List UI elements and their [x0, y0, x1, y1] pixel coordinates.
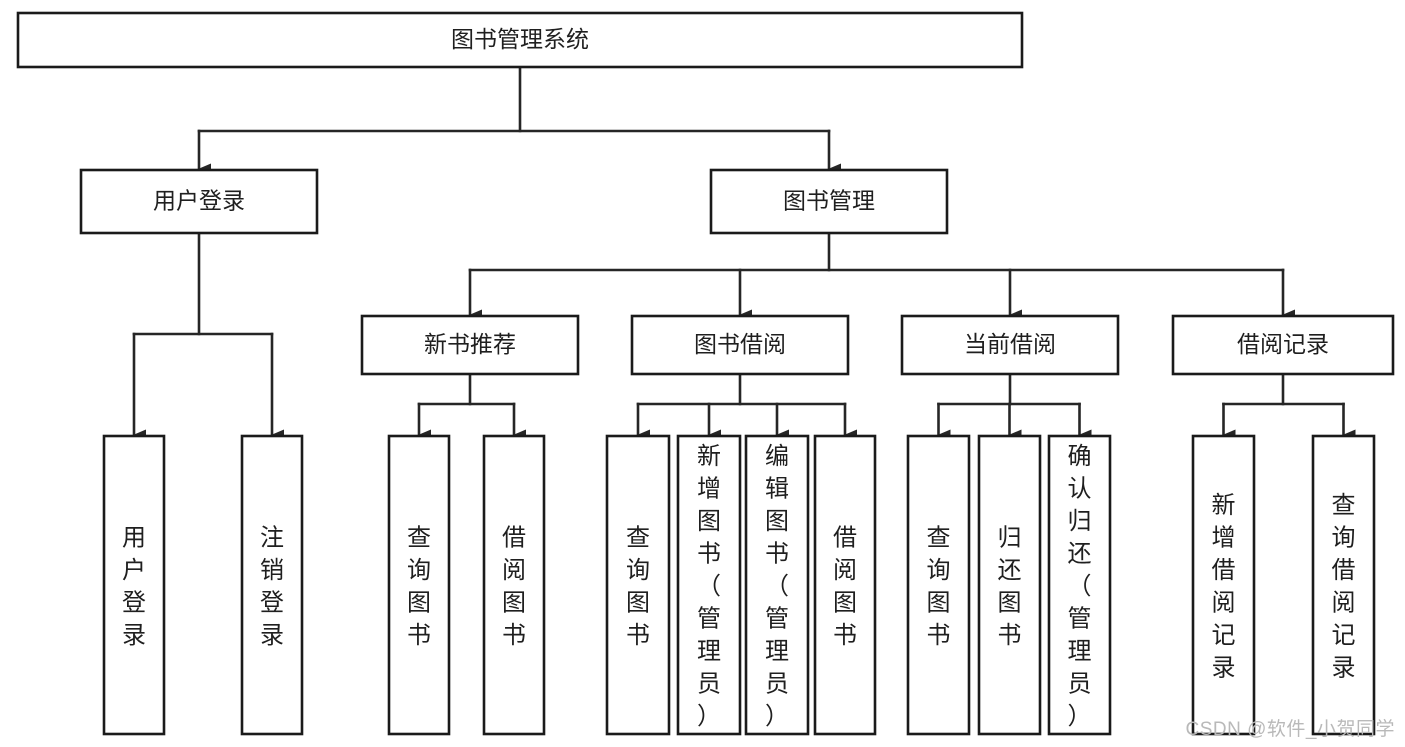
node-leaf-query-book[interactable]: 查询图书 — [605, 434, 671, 736]
node-box-leaf-user-logout — [240, 434, 304, 736]
node-label-leaf-borrow-book-rec: 借阅图书 — [502, 524, 526, 649]
node-leaf-add-book[interactable]: 新增图书（管理员） — [676, 434, 742, 736]
node-box-book-borrow — [630, 314, 850, 376]
node-box-leaf-borrow-book-rec — [482, 434, 546, 736]
node-borrow-record[interactable]: 借阅记录 — [1171, 314, 1395, 376]
node-label-leaf-edit-book: 编辑图书（管理员） — [765, 443, 789, 730]
node-leaf-query-book-rec[interactable]: 查询图书 — [387, 434, 451, 736]
node-leaf-confirm-return[interactable]: 确认归还（管理员） — [1047, 434, 1112, 736]
node-box-leaf-borrow-book — [813, 434, 877, 736]
node-label-leaf-return-book: 归还图书 — [998, 524, 1022, 649]
node-label-leaf-query-record: 查询借阅记录 — [1332, 492, 1356, 682]
node-box-leaf-query-record — [1311, 434, 1376, 736]
node-root[interactable]: 图书管理系统 — [16, 11, 1024, 69]
edge-layer — [132, 65, 1356, 441]
node-label-leaf-query-book-cur: 查询图书 — [927, 524, 951, 649]
node-label-leaf-user-logout: 注销登录 — [260, 524, 284, 649]
node-box-leaf-add-book — [676, 434, 742, 736]
node-label-current-borrow: 当前借阅 — [964, 331, 1056, 357]
node-box-leaf-confirm-return — [1047, 434, 1112, 736]
node-book-manage[interactable]: 图书管理 — [709, 168, 949, 235]
node-box-borrow-record — [1171, 314, 1395, 376]
node-leaf-query-record[interactable]: 查询借阅记录 — [1311, 434, 1376, 736]
node-label-leaf-borrow-book: 借阅图书 — [833, 524, 857, 649]
node-label-book-borrow: 图书借阅 — [694, 331, 786, 357]
node-leaf-edit-book[interactable]: 编辑图书（管理员） — [744, 434, 810, 736]
node-leaf-user-login[interactable]: 用户登录 — [102, 434, 166, 736]
node-label-leaf-add-book: 新增图书（管理员） — [697, 443, 721, 730]
node-label-root: 图书管理系统 — [451, 26, 589, 52]
node-box-user-login — [79, 168, 319, 235]
node-label-leaf-query-book-rec: 查询图书 — [407, 524, 431, 649]
node-label-leaf-add-record: 新增借阅记录 — [1212, 492, 1236, 682]
node-user-login[interactable]: 用户登录 — [79, 168, 319, 235]
node-label-user-login: 用户登录 — [153, 188, 245, 214]
node-box-current-borrow — [900, 314, 1120, 376]
node-leaf-user-logout[interactable]: 注销登录 — [240, 434, 304, 736]
node-label-leaf-query-book: 查询图书 — [626, 524, 650, 649]
node-box-leaf-query-book-cur — [906, 434, 971, 736]
node-leaf-borrow-book-rec[interactable]: 借阅图书 — [482, 434, 546, 736]
node-box-leaf-query-book-rec — [387, 434, 451, 736]
node-leaf-query-book-cur[interactable]: 查询图书 — [906, 434, 971, 736]
node-layer: 图书管理系统用户登录图书管理新书推荐图书借阅当前借阅借阅记录用户登录注销登录查询… — [16, 11, 1395, 736]
node-box-leaf-edit-book — [744, 434, 810, 736]
node-box-new-book-recommend — [360, 314, 580, 376]
node-box-leaf-add-record — [1191, 434, 1256, 736]
watermark-text: CSDN @软件_小贺同学 — [1185, 719, 1395, 740]
node-new-book-recommend[interactable]: 新书推荐 — [360, 314, 580, 376]
node-leaf-borrow-book[interactable]: 借阅图书 — [813, 434, 877, 736]
node-box-leaf-query-book — [605, 434, 671, 736]
node-label-leaf-confirm-return: 确认归还（管理员） — [1068, 443, 1092, 730]
node-box-book-manage — [709, 168, 949, 235]
node-label-leaf-user-login: 用户登录 — [122, 524, 146, 649]
node-label-borrow-record: 借阅记录 — [1237, 331, 1329, 357]
node-leaf-return-book[interactable]: 归还图书 — [977, 434, 1042, 736]
node-box-root — [16, 11, 1024, 69]
node-leaf-add-record[interactable]: 新增借阅记录 — [1191, 434, 1256, 736]
node-label-book-manage: 图书管理 — [783, 188, 875, 214]
node-box-leaf-user-login — [102, 434, 166, 736]
node-book-borrow[interactable]: 图书借阅 — [630, 314, 850, 376]
node-label-new-book-recommend: 新书推荐 — [424, 331, 516, 357]
node-box-leaf-return-book — [977, 434, 1042, 736]
node-current-borrow[interactable]: 当前借阅 — [900, 314, 1120, 376]
